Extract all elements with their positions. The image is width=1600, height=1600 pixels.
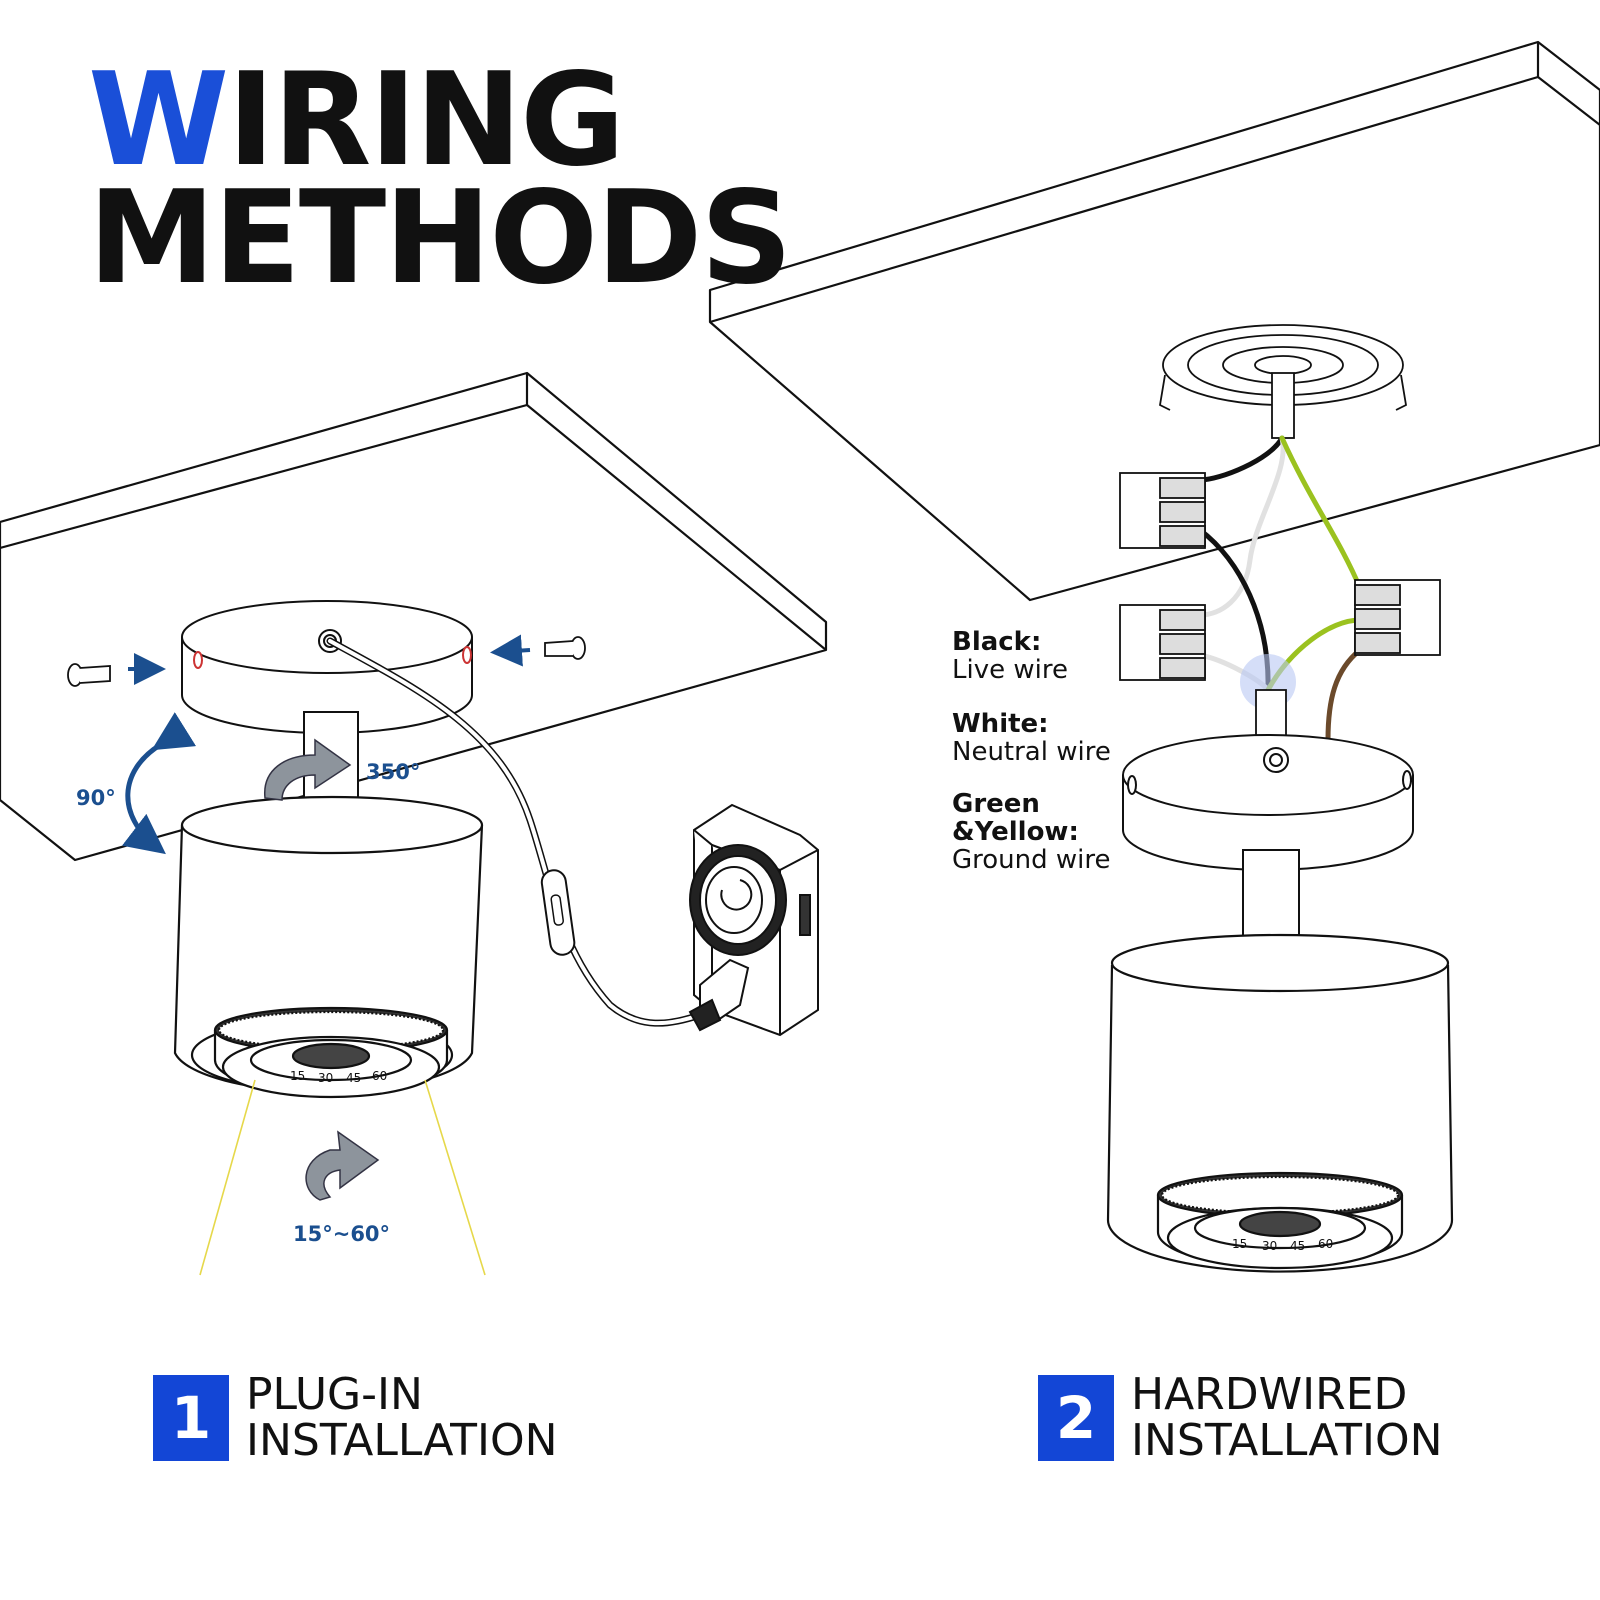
legend-label: Green xyxy=(952,789,1040,819)
wire-entry xyxy=(1255,689,1287,741)
title-line1: IRING xyxy=(227,46,625,195)
left-fixture-body xyxy=(173,795,484,1099)
legend-desc: Neutral wire xyxy=(952,737,1111,767)
rotate-angle-label: 350° xyxy=(366,760,421,784)
legend-white: White: Neutral wire xyxy=(952,710,1111,766)
timer-plug-icon xyxy=(688,803,819,1037)
screw-icon xyxy=(67,636,586,687)
method-number-badge: 1 xyxy=(153,1375,229,1461)
caption-line1: PLUG-IN xyxy=(246,1369,423,1420)
right-mount-plate xyxy=(1122,734,1414,871)
caption-line2: INSTALLATION xyxy=(246,1415,558,1466)
tilt-arrow xyxy=(122,712,197,855)
svg-text:30: 30 xyxy=(318,1071,333,1085)
legend-label: White: xyxy=(952,709,1049,739)
caption-line1: HARDWIRED xyxy=(1131,1369,1408,1420)
method-number-badge: 2 xyxy=(1038,1375,1114,1461)
method-caption-hardwired: HARDWIRED INSTALLATION xyxy=(1131,1372,1443,1464)
right-dial-ticks: 15 30 45 60 xyxy=(1232,1237,1333,1253)
legend-desc: Ground wire xyxy=(952,845,1111,875)
legend-label: Black: xyxy=(952,627,1042,657)
title-accent-letter: W xyxy=(88,46,229,195)
svg-text:60: 60 xyxy=(372,1069,387,1083)
svg-text:15: 15 xyxy=(290,1069,305,1083)
beam-angle-label: 15°~60° xyxy=(293,1222,391,1246)
left-dial-ticks: 15 30 45 60 xyxy=(290,1069,387,1085)
curved-arrow-icon xyxy=(264,738,380,1201)
legend-desc: Live wire xyxy=(952,655,1068,685)
left-mount-plate xyxy=(181,600,473,734)
lever-connector xyxy=(1119,472,1441,681)
method-caption-plugin: PLUG-IN INSTALLATION xyxy=(246,1372,558,1464)
push-arrows xyxy=(128,634,531,685)
right-fixture-body xyxy=(1106,933,1454,1273)
svg-text:45: 45 xyxy=(1290,1239,1305,1253)
legend-ground: Green &Yellow: Ground wire xyxy=(952,790,1111,874)
mounting-bracket xyxy=(1159,324,1407,439)
svg-text:60: 60 xyxy=(1318,1237,1333,1251)
svg-text:15: 15 xyxy=(1232,1237,1247,1251)
right-ceiling-panel xyxy=(708,40,1600,602)
title-line2: METHODS xyxy=(88,164,792,313)
legend-black: Black: Live wire xyxy=(952,628,1068,684)
svg-text:30: 30 xyxy=(1262,1239,1277,1253)
caption-line2: INSTALLATION xyxy=(1131,1415,1443,1466)
beam-lines xyxy=(199,1079,486,1276)
svg-text:45: 45 xyxy=(346,1071,361,1085)
legend-label-2: &Yellow: xyxy=(952,817,1079,847)
page-title: WIRING METHODS xyxy=(88,57,792,313)
tilt-angle-label: 90° xyxy=(76,786,116,810)
